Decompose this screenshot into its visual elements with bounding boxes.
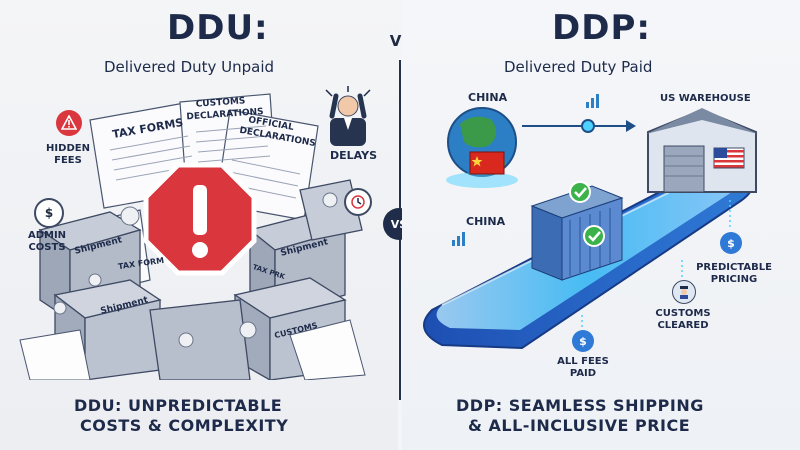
- ddu-caption: DDU: UNPREDICTABLE COSTS & COMPLEXITY: [74, 396, 289, 435]
- paperwork-pile-illustration: [19, 93, 366, 380]
- check-icon: [569, 181, 591, 203]
- delays-label: DELAYS: [330, 149, 378, 162]
- ddu-panel: DDU: Delivered Duty Unpaid: [0, 0, 398, 450]
- warning-icon: [56, 110, 82, 136]
- officer-icon: [672, 280, 696, 304]
- signal-icon: [452, 94, 599, 246]
- coin-icon: $: [34, 198, 64, 228]
- ddp-title: DDP:: [552, 8, 651, 48]
- china-flag-icon: [469, 151, 505, 175]
- warehouse-icon: [646, 108, 758, 193]
- ddp-panel: DDP: Delivered Duty Paid: [402, 0, 800, 450]
- china-label: CHINA: [466, 215, 506, 228]
- us-warehouse-label: US WAREHOUSE: [660, 93, 751, 104]
- dollar-icon: $: [720, 232, 742, 254]
- conveyor-belt-illustration: [423, 94, 758, 350]
- check-icon: [583, 225, 605, 247]
- ddp-subtitle: Delivered Duty Paid: [504, 58, 653, 76]
- ddp-caption: DDP: SEAMLESS SHIPPING & ALL-INCLUSIVE P…: [456, 396, 704, 435]
- ddu-subtitle: Delivered Duty Unpaid: [104, 58, 275, 76]
- clock-icon: [344, 188, 372, 216]
- stress-person-icon: [325, 86, 371, 146]
- china-origin-label: CHINA: [468, 91, 508, 104]
- dollar-icon: $: [572, 330, 594, 352]
- ddu-title: DDU:: [167, 8, 269, 48]
